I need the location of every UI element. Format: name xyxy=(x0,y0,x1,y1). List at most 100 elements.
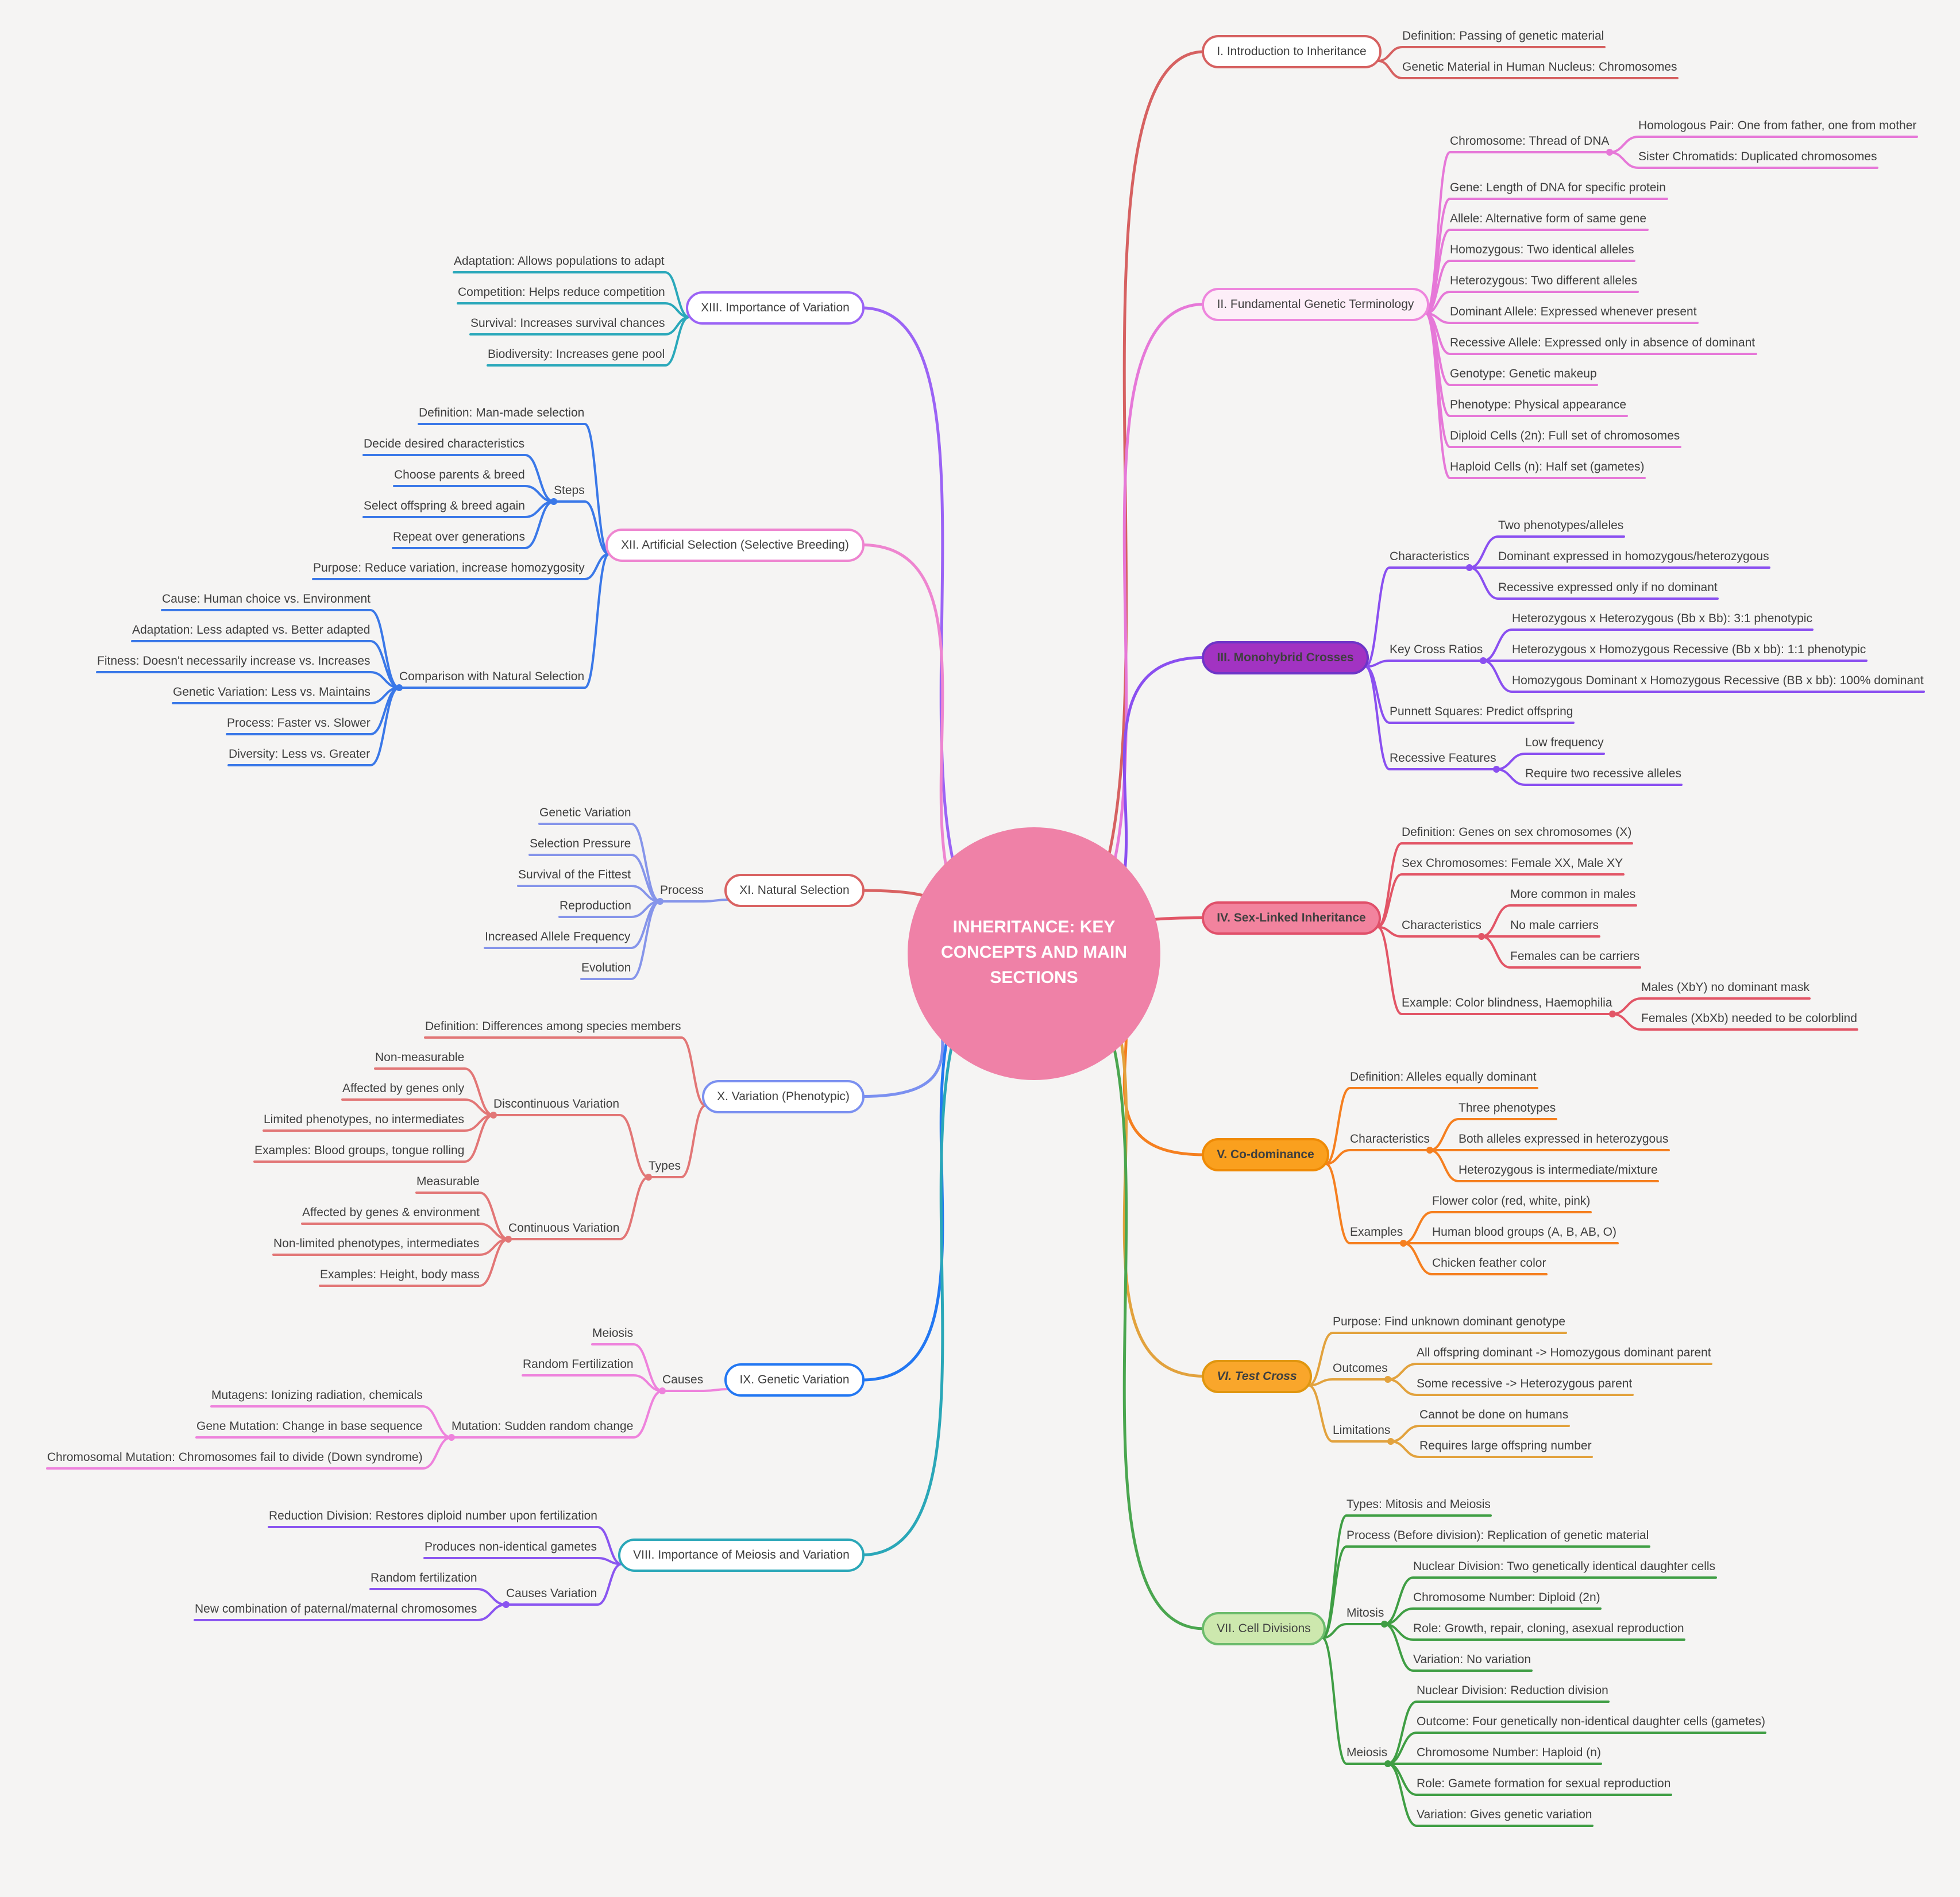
topic-dominant-allele-expressed-whenever-present[interactable]: Dominant Allele: Expressed whenever pres… xyxy=(1450,305,1697,318)
topic-heterozygous-x-homozygous-recessive-bb-x-bb-1-1-[interactable]: Heterozygous x Homozygous Recessive (Bb … xyxy=(1512,643,1866,656)
topic-process-faster-vs-slower[interactable]: Process: Faster vs. Slower xyxy=(227,716,371,730)
topic-definition-genes-on-sex-chromosomes-x[interactable]: Definition: Genes on sex chromosomes (X) xyxy=(1402,826,1632,839)
topic-chromosome-number-haploid-n[interactable]: Chromosome Number: Haploid (n) xyxy=(1417,1746,1601,1759)
topic-characteristics[interactable]: Characteristics xyxy=(1350,1132,1430,1146)
topic-outcomes[interactable]: Outcomes xyxy=(1333,1362,1388,1375)
topic-adaptation-less-adapted-vs-better-adapted[interactable]: Adaptation: Less adapted vs. Better adap… xyxy=(132,623,371,637)
topic-homologous-pair-one-from-father-one-from-mother[interactable]: Homologous Pair: One from father, one fr… xyxy=(1638,119,1917,132)
topic-recessive-features[interactable]: Recessive Features xyxy=(1390,751,1496,765)
topic-genetic-variation-less-vs-maintains[interactable]: Genetic Variation: Less vs. Maintains xyxy=(173,685,371,699)
topic-definition-passing-of-genetic-material[interactable]: Definition: Passing of genetic material xyxy=(1402,29,1604,43)
topic-random-fertilization[interactable]: Random Fertilization xyxy=(523,1358,634,1371)
topic-biodiversity-increases-gene-pool[interactable]: Biodiversity: Increases gene pool xyxy=(488,348,665,361)
section-xiii-importance-of-variation[interactable]: XIII. Importance of Variation xyxy=(686,291,865,325)
topic-characteristics[interactable]: Characteristics xyxy=(1402,919,1481,932)
topic-steps[interactable]: Steps xyxy=(554,484,585,497)
topic-survival-of-the-fittest[interactable]: Survival of the Fittest xyxy=(518,868,631,881)
topic-homozygous-dominant-x-homozygous-recessive-bb-x-[interactable]: Homozygous Dominant x Homozygous Recessi… xyxy=(1512,674,1924,687)
topic-chicken-feather-color[interactable]: Chicken feather color xyxy=(1432,1256,1546,1270)
topic-non-measurable[interactable]: Non-measurable xyxy=(375,1051,465,1064)
topic-heterozygous-two-different-alleles[interactable]: Heterozygous: Two different alleles xyxy=(1450,274,1638,287)
topic-limitations[interactable]: Limitations xyxy=(1333,1424,1391,1437)
topic-definition-man-made-selection[interactable]: Definition: Man-made selection xyxy=(419,406,585,419)
topic-examples[interactable]: Examples xyxy=(1350,1225,1403,1239)
topic-genetic-material-in-human-nucleus-chromosomes[interactable]: Genetic Material in Human Nucleus: Chrom… xyxy=(1402,60,1677,74)
section-vi-test-cross[interactable]: VI. Test Cross xyxy=(1202,1359,1312,1393)
topic-recessive-allele-expressed-only-in-absence-of-do[interactable]: Recessive Allele: Expressed only in abse… xyxy=(1450,336,1755,349)
topic-evolution[interactable]: Evolution xyxy=(581,961,631,974)
topic-causes[interactable]: Causes xyxy=(662,1373,704,1386)
topic-limited-phenotypes-no-intermediates[interactable]: Limited phenotypes, no intermediates xyxy=(264,1113,465,1126)
topic-require-two-recessive-alleles[interactable]: Require two recessive alleles xyxy=(1525,767,1681,780)
topic-fitness-doesn-t-necessarily-increase-vs-increase[interactable]: Fitness: Doesn't necessarily increase vs… xyxy=(97,654,371,668)
topic-gene-length-of-dna-for-specific-protein[interactable]: Gene: Length of DNA for specific protein xyxy=(1450,181,1666,194)
topic-selection-pressure[interactable]: Selection Pressure xyxy=(530,837,631,850)
topic-role-gamete-formation-for-sexual-reproduction[interactable]: Role: Gamete formation for sexual reprod… xyxy=(1417,1777,1671,1790)
topic-diversity-less-vs-greater[interactable]: Diversity: Less vs. Greater xyxy=(229,747,371,761)
topic-competition-helps-reduce-competition[interactable]: Competition: Helps reduce competition xyxy=(458,286,665,299)
topic-chromosome-number-diploid-2n[interactable]: Chromosome Number: Diploid (2n) xyxy=(1413,1591,1600,1604)
topic-example-color-blindness-haemophilia[interactable]: Example: Color blindness, Haemophilia xyxy=(1402,996,1612,1009)
topic-mutation-sudden-random-change[interactable]: Mutation: Sudden random change xyxy=(452,1420,634,1433)
topic-females-xbxb-needed-to-be-colorblind[interactable]: Females (XbXb) needed to be colorblind xyxy=(1641,1012,1857,1025)
topic-chromosomal-mutation-chromosomes-fail-to-divide-[interactable]: Chromosomal Mutation: Chromosomes fail t… xyxy=(47,1451,423,1464)
section-xi-natural-selection[interactable]: XI. Natural Selection xyxy=(724,874,865,907)
topic-females-can-be-carriers[interactable]: Females can be carriers xyxy=(1510,950,1640,963)
topic-process-before-division-replication-of-genetic-m[interactable]: Process (Before division): Replication o… xyxy=(1346,1529,1649,1542)
topic-no-male-carriers[interactable]: No male carriers xyxy=(1510,919,1599,932)
topic-dominant-expressed-in-homozygous-heterozygous[interactable]: Dominant expressed in homozygous/heteroz… xyxy=(1498,550,1769,563)
topic-phenotype-physical-appearance[interactable]: Phenotype: Physical appearance xyxy=(1450,398,1627,411)
topic-purpose-reduce-variation-increase-homozygosity[interactable]: Purpose: Reduce variation, increase homo… xyxy=(313,561,585,575)
topic-random-fertilization[interactable]: Random fertilization xyxy=(371,1571,477,1584)
topic-chromosome-thread-of-dna[interactable]: Chromosome: Thread of DNA xyxy=(1450,134,1610,148)
topic-mutagens-ionizing-radiation-chemicals[interactable]: Mutagens: Ionizing radiation, chemicals xyxy=(211,1389,423,1402)
topic-more-common-in-males[interactable]: More common in males xyxy=(1510,888,1636,901)
topic-genotype-genetic-makeup[interactable]: Genotype: Genetic makeup xyxy=(1450,367,1597,380)
section-viii-importance-of-meiosis-and-variation[interactable]: VIII. Importance of Meiosis and Variatio… xyxy=(618,1538,865,1572)
topic-heterozygous-is-intermediate-mixture[interactable]: Heterozygous is intermediate/mixture xyxy=(1459,1163,1658,1177)
topic-definition-differences-among-species-members[interactable]: Definition: Differences among species me… xyxy=(425,1020,681,1033)
topic-some-recessive-heterozygous-parent[interactable]: Some recessive -> Heterozygous parent xyxy=(1417,1377,1633,1390)
topic-reduction-division-restores-diploid-number-upon-[interactable]: Reduction Division: Restores diploid num… xyxy=(269,1509,597,1522)
topic-role-growth-repair-cloning-asexual-reproduction[interactable]: Role: Growth, repair, cloning, asexual r… xyxy=(1413,1622,1684,1635)
topic-examples-blood-groups-tongue-rolling[interactable]: Examples: Blood groups, tongue rolling xyxy=(254,1144,465,1157)
topic-measurable[interactable]: Measurable xyxy=(416,1175,480,1188)
topic-meiosis[interactable]: Meiosis xyxy=(592,1327,634,1340)
topic-examples-height-body-mass[interactable]: Examples: Height, body mass xyxy=(320,1268,480,1281)
section-i-introduction-to-inheritance[interactable]: I. Introduction to Inheritance xyxy=(1202,35,1382,68)
topic-both-alleles-expressed-in-heterozygous[interactable]: Both alleles expressed in heterozygous xyxy=(1459,1132,1669,1146)
section-xii-artificial-selection-selective-breeding[interactable]: XII. Artificial Selection (Selective Bre… xyxy=(605,528,865,562)
topic-all-offspring-dominant-homozygous-dominant-paren[interactable]: All offspring dominant -> Homozygous dom… xyxy=(1417,1346,1711,1359)
topic-purpose-find-unknown-dominant-genotype[interactable]: Purpose: Find unknown dominant genotype xyxy=(1333,1315,1566,1328)
topic-three-phenotypes[interactable]: Three phenotypes xyxy=(1459,1101,1556,1115)
topic-mitosis[interactable]: Mitosis xyxy=(1346,1606,1384,1620)
topic-requires-large-offspring-number[interactable]: Requires large offspring number xyxy=(1419,1439,1592,1452)
topic-sex-chromosomes-female-xx-male-xy[interactable]: Sex Chromosomes: Female XX, Male XY xyxy=(1402,857,1623,870)
topic-discontinuous-variation[interactable]: Discontinuous Variation xyxy=(493,1097,620,1111)
root-node[interactable] xyxy=(908,827,1160,1080)
topic-repeat-over-generations[interactable]: Repeat over generations xyxy=(393,530,525,543)
topic-definition-alleles-equally-dominant[interactable]: Definition: Alleles equally dominant xyxy=(1350,1070,1537,1084)
topic-comparison-with-natural-selection[interactable]: Comparison with Natural Selection xyxy=(399,670,585,683)
topic-variation-gives-genetic-variation[interactable]: Variation: Gives genetic variation xyxy=(1417,1808,1592,1821)
topic-select-offspring-breed-again[interactable]: Select offspring & breed again xyxy=(364,499,525,512)
root-node-label[interactable]: INHERITANCE: KEY CONCEPTS AND MAIN SECTI… xyxy=(941,917,1127,987)
topic-gene-mutation-change-in-base-sequence[interactable]: Gene Mutation: Change in base sequence xyxy=(196,1420,423,1433)
topic-human-blood-groups-a-b-ab-o[interactable]: Human blood groups (A, B, AB, O) xyxy=(1432,1225,1616,1239)
topic-nuclear-division-two-genetically-identical-daugh[interactable]: Nuclear Division: Two genetically identi… xyxy=(1413,1560,1716,1573)
topic-continuous-variation[interactable]: Continuous Variation xyxy=(508,1221,620,1235)
topic-diploid-cells-2n-full-set-of-chromosomes[interactable]: Diploid Cells (2n): Full set of chromoso… xyxy=(1450,429,1680,442)
topic-flower-color-red-white-pink[interactable]: Flower color (red, white, pink) xyxy=(1432,1194,1591,1208)
topic-punnett-squares-predict-offspring[interactable]: Punnett Squares: Predict offspring xyxy=(1390,705,1573,718)
topic-process[interactable]: Process xyxy=(660,884,704,897)
topic-outcome-four-genetically-non-identical-daughter-[interactable]: Outcome: Four genetically non-identical … xyxy=(1417,1715,1765,1728)
topic-affected-by-genes-environment[interactable]: Affected by genes & environment xyxy=(302,1206,480,1219)
topic-reproduction[interactable]: Reproduction xyxy=(560,899,631,912)
topic-low-frequency[interactable]: Low frequency xyxy=(1525,736,1604,749)
topic-affected-by-genes-only[interactable]: Affected by genes only xyxy=(342,1082,465,1095)
topic-increased-allele-frequency[interactable]: Increased Allele Frequency xyxy=(485,930,631,943)
topic-sister-chromatids-duplicated-chromosomes[interactable]: Sister Chromatids: Duplicated chromosome… xyxy=(1638,150,1877,163)
topic-allele-alternative-form-of-same-gene[interactable]: Allele: Alternative form of same gene xyxy=(1450,212,1647,225)
section-v-co-dominance[interactable]: V. Co-dominance xyxy=(1202,1138,1329,1171)
topic-adaptation-allows-populations-to-adapt[interactable]: Adaptation: Allows populations to adapt xyxy=(454,255,665,268)
